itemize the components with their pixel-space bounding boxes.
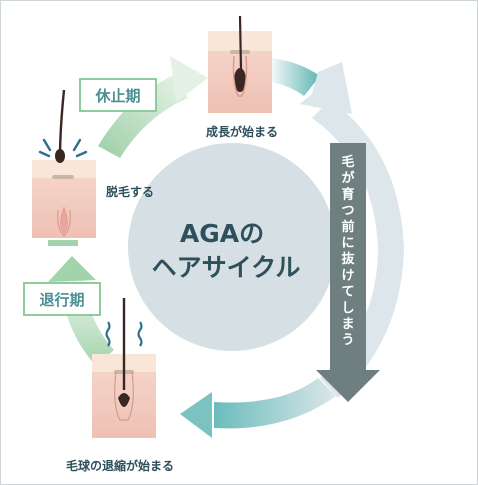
left-connector — [48, 240, 78, 246]
arc-right-arrowhead — [300, 62, 352, 114]
hair-box-growth — [208, 15, 272, 113]
shedding-arrow-char: け — [341, 268, 354, 283]
shedding-arrow-char: 毛 — [341, 154, 354, 170]
shedding-arrow-char: う — [341, 333, 354, 348]
shedding-arrow-char: ま — [341, 317, 354, 332]
center-title-line2: ヘアサイクル — [152, 253, 301, 282]
arc-bottom — [214, 378, 336, 429]
phase-regression-label: 退行期 — [39, 291, 84, 309]
center-circle — [128, 143, 336, 351]
shedding-arrow-char: 抜 — [341, 251, 355, 267]
shedding-arrow-char: が — [341, 170, 354, 186]
shedding-arrow-char: て — [341, 285, 354, 300]
shedding-arrow-char: し — [341, 301, 354, 316]
arc-bottom-arrowhead — [180, 392, 212, 438]
shedding-arrow-char: 育 — [341, 186, 354, 202]
center-title-line1: AGAの — [180, 219, 264, 248]
arc-right — [312, 100, 404, 398]
phase-rest-label: 休止期 — [94, 87, 140, 105]
shedding-arrow-char: つ — [341, 204, 354, 219]
shedding-arrow-char: に — [341, 236, 354, 251]
arc-left-upper-arrowhead — [170, 56, 208, 102]
stage-growth-label: 成長が始まる — [206, 124, 278, 139]
phase-regression-box — [23, 282, 101, 316]
shedding-arrow-char: 前 — [341, 219, 354, 235]
arc-top — [272, 58, 320, 96]
hair-box-loss — [32, 89, 96, 238]
stage-loss-label: 脱毛する — [106, 184, 154, 199]
arc-left-lower-arrowhead — [48, 256, 96, 282]
stage-shrink-label: 毛球の退縮が始まる — [66, 458, 174, 473]
phase-rest-box — [79, 78, 157, 112]
arc-left-upper — [98, 74, 188, 158]
shedding-arrow — [316, 143, 380, 402]
hair-box-shrink — [92, 298, 156, 438]
